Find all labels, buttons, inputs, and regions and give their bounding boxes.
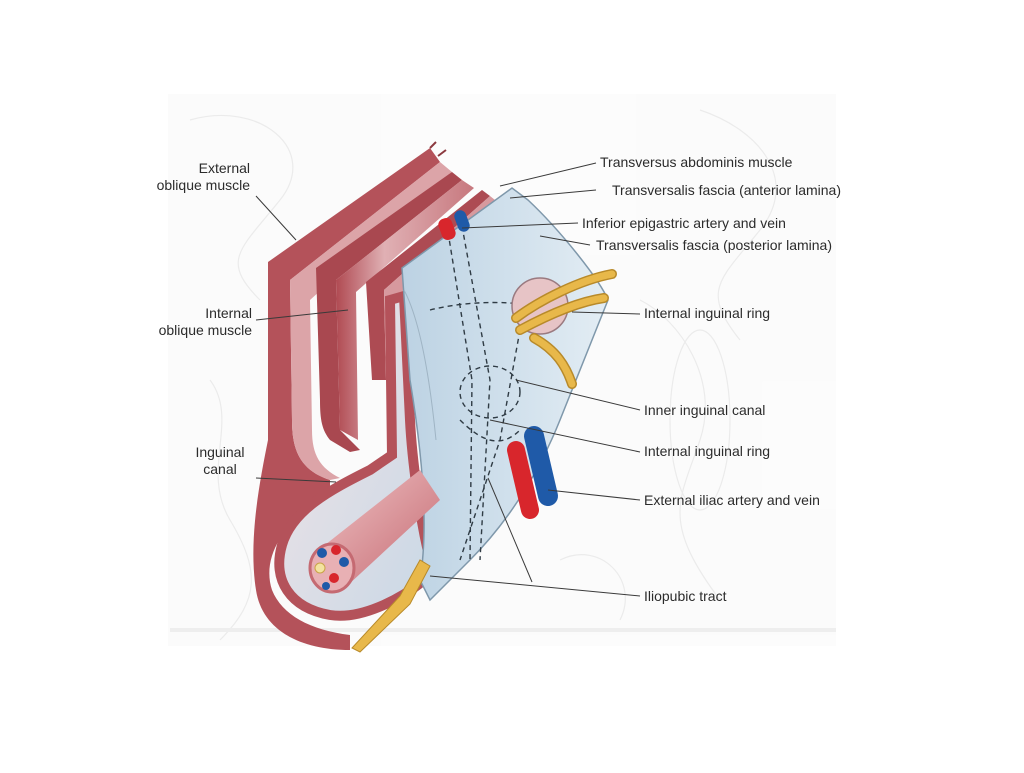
spermatic-cord — [308, 470, 440, 594]
label-transversalis-fascia-posterior: Transversalis fascia (posterior lamina) — [596, 237, 832, 253]
external-oblique-muscle — [253, 141, 452, 650]
label-external-oblique-line1: External — [198, 160, 250, 176]
label-internal-inguinal-ring-2: Internal inguinal ring — [644, 443, 771, 459]
label-inguinal-canal-line2: canal — [203, 461, 237, 477]
label-inguinal-canal: Inguinal canal — [180, 444, 260, 478]
label-internal-inguinal-ring-1: Internal inguinal ring — [644, 305, 771, 321]
label-external-oblique: External oblique muscle — [130, 160, 250, 194]
label-external-iliac: External iliac artery and vein — [644, 492, 820, 508]
leader-lines — [255, 162, 641, 597]
label-external-oblique-line2: oblique muscle — [156, 177, 250, 193]
label-internal-oblique-line2: oblique muscle — [158, 322, 252, 338]
label-transversalis-fascia-anterior: Transversalis fascia (anterior lamina) — [612, 182, 841, 198]
label-iliopubic-tract: Iliopubic tract — [644, 588, 727, 604]
inferior-epigastric-vessels — [438, 210, 470, 241]
label-transversus-abdominis: Transversus abdominis muscle — [600, 154, 793, 170]
label-internal-oblique: Internal oblique muscle — [130, 305, 252, 339]
label-internal-oblique-line1: Internal — [205, 305, 252, 321]
iliopubic-tract — [351, 559, 431, 653]
label-inguinal-canal-line1: Inguinal — [195, 444, 245, 460]
internal-inguinal-ring — [511, 269, 617, 389]
label-inferior-epigastric: Inferior epigastric artery and vein — [582, 215, 786, 231]
external-iliac-vessels — [507, 426, 558, 519]
internal-oblique-muscle — [316, 172, 474, 452]
label-inner-inguinal-canal: Inner inguinal canal — [644, 402, 766, 418]
